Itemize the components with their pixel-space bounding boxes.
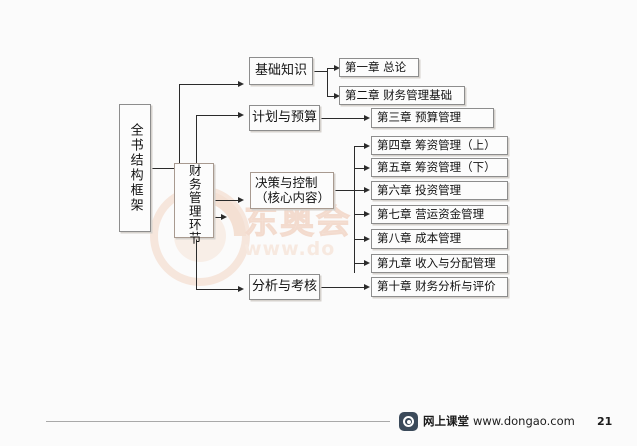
node-root-label: 全书结构框架 (127, 123, 143, 213)
node-root[interactable]: 全书结构框架 (119, 104, 151, 232)
connector-decision-to-ch7 (354, 214, 366, 216)
node-chapter-6-label: 第六章 投资管理 (377, 182, 462, 197)
node-analysis-assessment-label: 分析与考核 (251, 279, 317, 295)
node-chapter-5[interactable]: 第五章 筹资管理（下） (371, 158, 508, 177)
arrow-to-plan-budget (238, 111, 244, 118)
connector-basic-to-ch1 (327, 68, 336, 70)
footer-divider (46, 421, 390, 422)
node-chapter-10[interactable]: 第十章 财务分析与评价 (371, 277, 508, 297)
arrow-to-ch5 (364, 164, 370, 171)
dongao-logo-icon (399, 412, 418, 431)
connector-root-to-basic (179, 84, 239, 86)
node-chapter-4-label: 第四章 筹资管理（上） (377, 137, 496, 152)
arrow-to-analysis (238, 285, 244, 292)
connector-basic-out (313, 71, 328, 73)
connector-decision-to-ch4 (354, 146, 366, 148)
node-finance-mgmt[interactable]: 财务管理环节 (174, 163, 214, 245)
node-decision-control-label-line1: 决策与控制 (255, 174, 318, 190)
footer-url: www.dongao.com (473, 414, 575, 428)
node-basic-knowledge[interactable]: 基础知识 (249, 57, 313, 85)
node-plan-budget[interactable]: 计划与预算 (249, 105, 320, 131)
connector-basic-spine (327, 68, 329, 97)
footer-brand-cn: 网上课堂 (423, 414, 469, 428)
connector-finance-to-analysis (196, 289, 239, 291)
node-chapter-2-label: 第二章 财务管理基础 (345, 87, 453, 102)
node-chapter-1[interactable]: 第一章 总论 (339, 58, 419, 77)
connector-plan-to-ch3 (320, 118, 365, 120)
connector-decision-to-ch6 (354, 190, 366, 192)
connector-decision-to-ch5 (354, 168, 366, 170)
node-chapter-7-label: 第七章 营运资金管理 (377, 206, 485, 221)
arrow-to-ch1 (334, 64, 340, 71)
arrow-to-decision-control (238, 196, 244, 203)
connector-decision-to-ch9 (354, 263, 366, 265)
arrow-to-ch6 (364, 186, 370, 193)
node-chapter-3[interactable]: 第三章 预算管理 (371, 108, 494, 128)
node-decision-control-label-line2: （核心内容） (255, 189, 331, 205)
node-chapter-5-label: 第五章 筹资管理（下） (377, 159, 496, 174)
node-analysis-assessment[interactable]: 分析与考核 (249, 274, 320, 300)
watermark-sub: www.do (244, 238, 336, 260)
arrow-to-ch2 (334, 92, 340, 99)
node-chapter-8-label: 第八章 成本管理 (377, 231, 462, 246)
arrow-to-ch10 (364, 283, 370, 290)
arrow-to-basic-knowledge (238, 80, 244, 87)
node-chapter-9-label: 第九章 收入与分配管理 (377, 255, 496, 270)
node-decision-control[interactable]: 决策与控制 （核心内容） (250, 172, 334, 209)
connector-analysis-to-ch10 (320, 287, 365, 289)
node-chapter-1-label: 第一章 总论 (345, 59, 407, 74)
node-chapter-3-label: 第三章 预算管理 (377, 110, 462, 125)
connector-decision-spine (354, 146, 356, 273)
arrow-to-ch3 (364, 114, 370, 121)
arrow-to-ch9 (364, 259, 370, 266)
node-finance-mgmt-label: 财务管理环节 (186, 164, 202, 245)
connector-decision-out (334, 190, 355, 192)
arrow-to-ch4 (364, 142, 370, 149)
node-chapter-7[interactable]: 第七章 营运资金管理 (371, 205, 508, 224)
arrow-to-finance-mgmt (221, 213, 227, 220)
connector-decision-to-ch8 (354, 239, 366, 241)
node-plan-budget-label: 计划与预算 (251, 110, 317, 126)
connector-root-spine (179, 84, 181, 218)
connector-finance-to-decision (196, 200, 239, 202)
connector-root-out (151, 168, 180, 170)
connector-basic-to-ch2 (327, 96, 336, 98)
arrow-to-ch7 (364, 210, 370, 217)
node-basic-knowledge-label: 基础知识 (254, 63, 307, 79)
node-chapter-9[interactable]: 第九章 收入与分配管理 (371, 254, 508, 273)
node-chapter-4[interactable]: 第四章 筹资管理（上） (371, 136, 508, 155)
node-chapter-10-label: 第十章 财务分析与评价 (377, 279, 496, 294)
arrow-to-ch8 (364, 235, 370, 242)
page-number: 21 (597, 415, 613, 428)
connector-finance-to-plan (196, 115, 239, 117)
node-chapter-2[interactable]: 第二章 财务管理基础 (339, 86, 465, 105)
node-chapter-8[interactable]: 第八章 成本管理 (371, 229, 508, 249)
dongao-logo-ring (403, 416, 414, 427)
node-chapter-6[interactable]: 第六章 投资管理 (371, 181, 508, 200)
